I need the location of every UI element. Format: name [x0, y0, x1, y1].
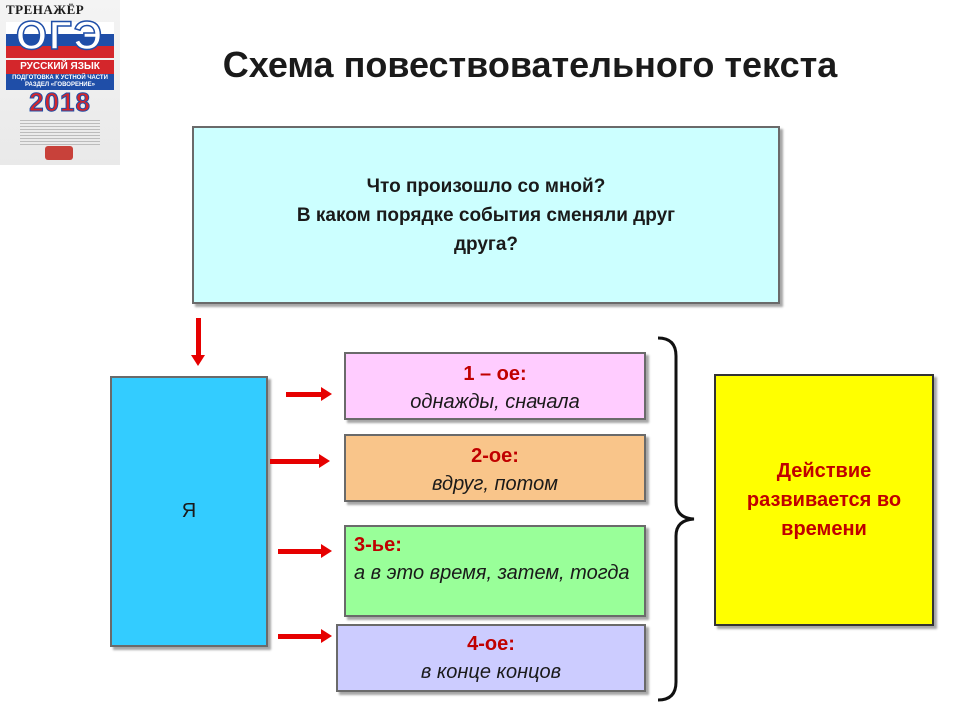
arrow-right-icon [270, 454, 330, 469]
page-title: Схема повествовательного текста [222, 44, 838, 85]
cover-text-lines [20, 120, 100, 146]
stage-box-4: 4-ое: в конце концов [336, 624, 646, 692]
actor-box: Я [110, 376, 268, 647]
cover-year: 2018 [29, 87, 91, 117]
arrow-right-icon [278, 544, 332, 559]
stage-words-3: а в это время, затем, тогда [354, 562, 630, 584]
question-line-2: В каком порядке события сменяли друг [296, 204, 676, 226]
question-line-3: друга? [453, 233, 519, 255]
cover-flag-white [6, 22, 114, 34]
curly-brace-icon [657, 336, 695, 702]
cover-subject: РУССКИЙ ЯЗЫК [6, 60, 114, 74]
stage-label-3: 3-ье: [354, 534, 402, 556]
cover-flag-blue [6, 34, 114, 46]
book-cover-image: ТРЕНАЖЁР ОГЭ РУССКИЙ ЯЗЫК ПОДГОТОВКА К У… [0, 0, 120, 165]
stage-words-4: в конце концов [420, 661, 562, 683]
arrow-right-icon [286, 387, 332, 402]
arrow-down-icon [191, 318, 206, 366]
stage-box-1: 1 – ое: однажды, сначала [344, 352, 646, 420]
stage-box-2: 2-ое: вдруг, потом [344, 434, 646, 502]
arrow-right-icon [278, 629, 332, 644]
stage-words-1: однажды, сначала [410, 391, 580, 413]
stage-label-1: 1 – ое: [463, 363, 527, 385]
stage-label-2: 2-ое: [471, 445, 519, 467]
actor-label: Я [181, 500, 197, 522]
cover-exam: ОГЭ [15, 13, 105, 59]
stage-label-4: 4-ое: [467, 633, 515, 655]
cover-section: ПОДГОТОВКА К УСТНОЙ ЧАСТИ РАЗДЕЛ «ГОВОРЕ… [6, 74, 114, 90]
result-text: Действие развивается во времени [746, 459, 902, 540]
cover-seal-icon [45, 146, 73, 160]
question-box: Что произошло со мной? В каком порядке с… [192, 126, 780, 304]
result-box: Действие развивается во времени [714, 374, 934, 626]
cover-flag-red [6, 46, 114, 58]
question-line-1: Что произошло со мной? [366, 175, 606, 197]
cover-brand: ТРЕНАЖЁР [6, 2, 85, 17]
stage-words-2: вдруг, потом [432, 473, 558, 495]
stage-box-3: 3-ье: а в это время, затем, тогда [344, 525, 646, 617]
